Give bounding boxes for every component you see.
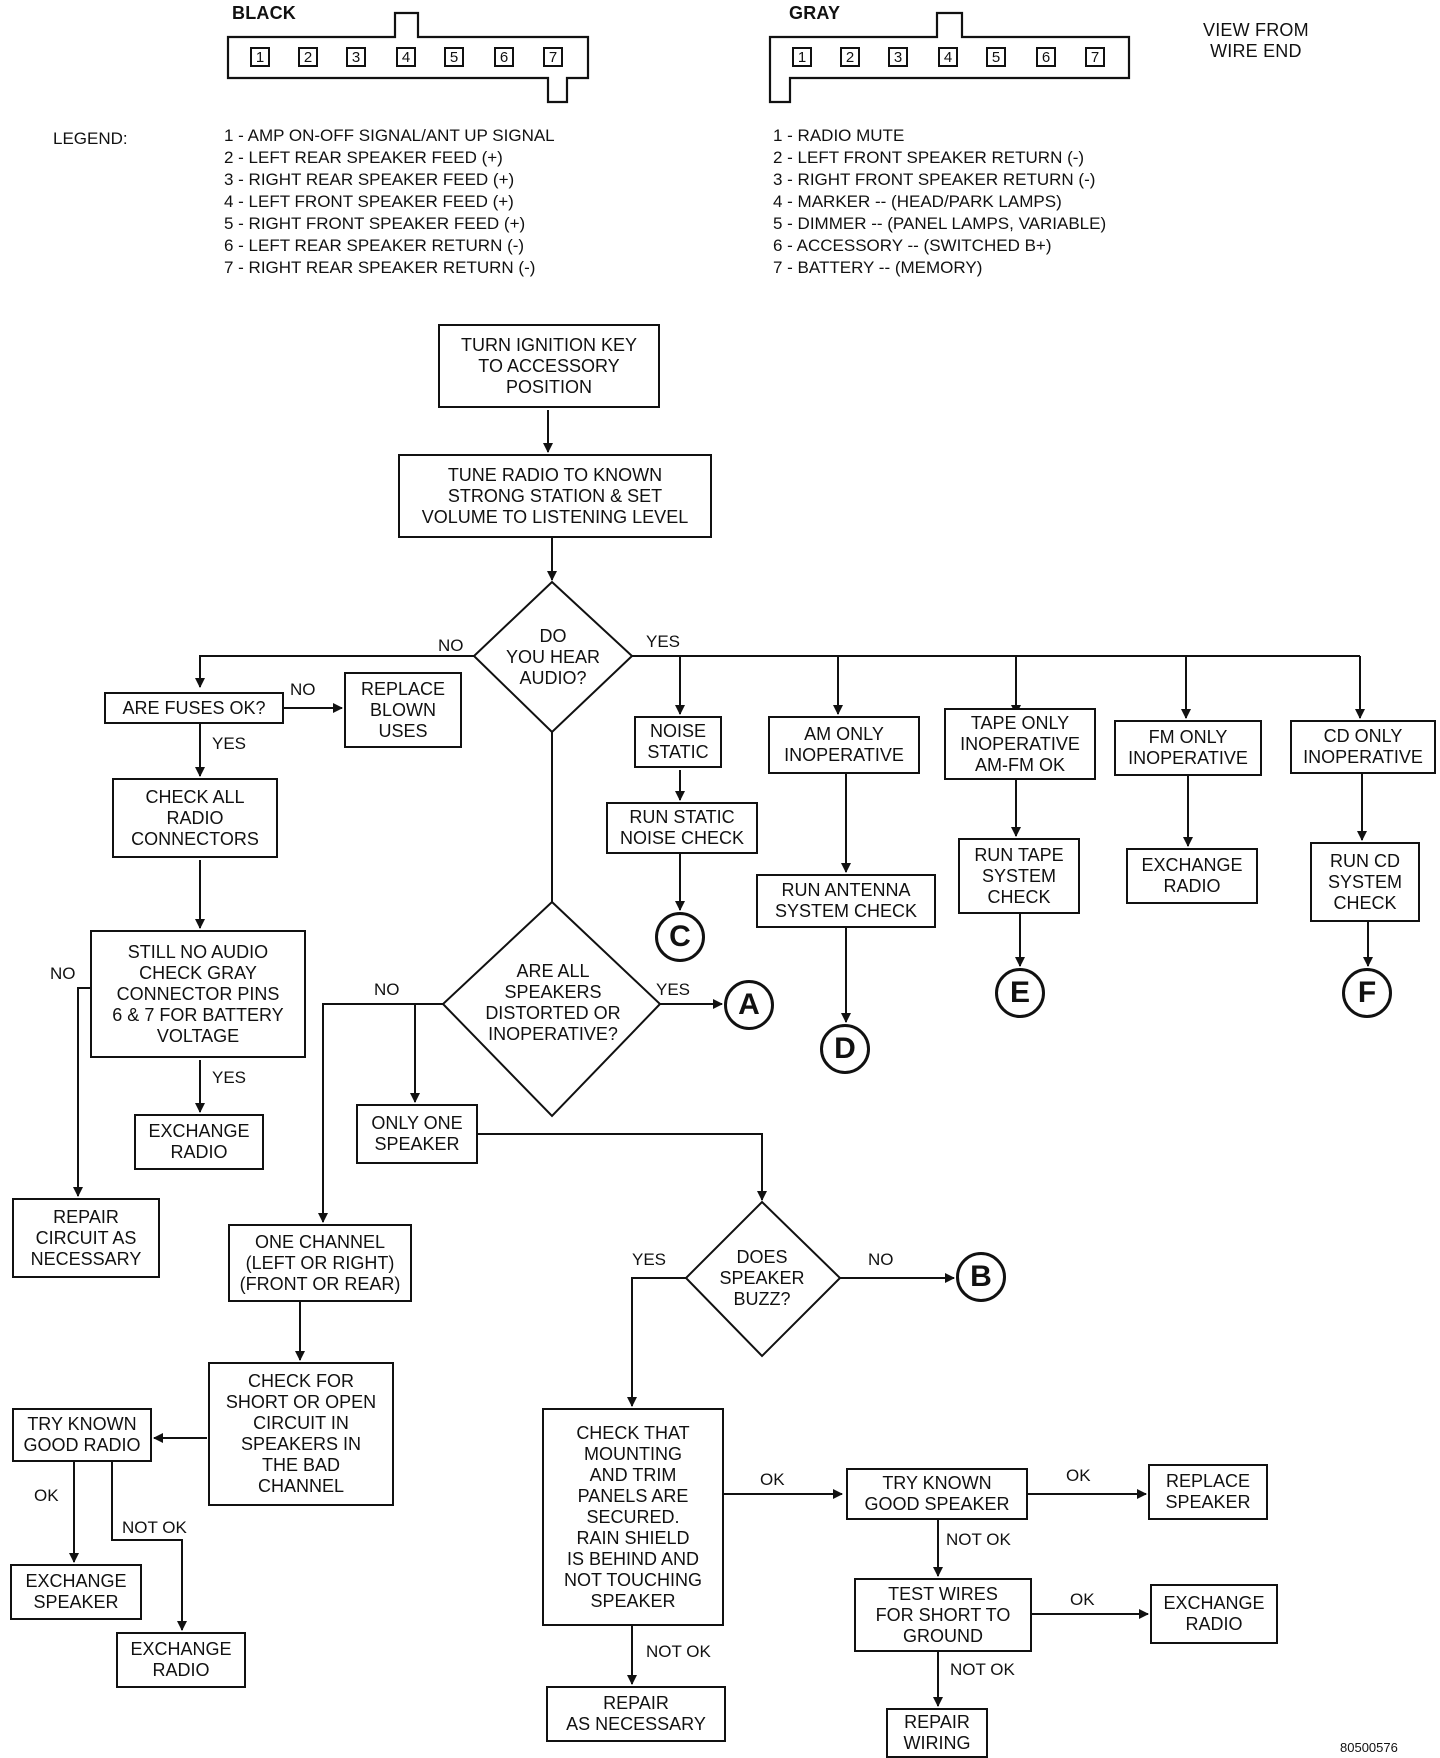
legend-black-6: 6 - LEFT REAR SPEAKER RETURN (-)	[224, 236, 525, 255]
legend-gray-4: 4 - MARKER -- (HEAD/PARK LAMPS)	[773, 192, 1062, 211]
black-pin-5: 5	[444, 47, 464, 67]
legend-black-7: 7 - RIGHT REAR SPEAKER RETURN (-)	[224, 258, 536, 277]
edge-label-audio-yes: YES	[646, 632, 681, 651]
edge-label-radio-not-ok: NOT OK	[122, 1518, 187, 1537]
node-tape-only: TAPE ONLY INOPERATIVE AM-FM OK	[944, 708, 1096, 780]
edge-label-buzz-no: NO	[868, 1250, 894, 1269]
node-repair-circuit: REPAIR CIRCUIT AS NECESSARY	[12, 1198, 160, 1278]
legend-gray-7: 7 - BATTERY -- (MEMORY)	[773, 258, 983, 277]
gray-pin-1: 1	[792, 47, 812, 67]
gray-pin-5: 5	[986, 47, 1006, 67]
node-run-tape: RUN TAPE SYSTEM CHECK	[958, 838, 1080, 914]
edge-label-fuses-yes: YES	[212, 734, 247, 753]
node-check-connectors: CHECK ALL RADIO CONNECTORS	[112, 778, 278, 858]
node-run-static-check: RUN STATIC NOISE CHECK	[606, 802, 758, 854]
gray-pin-2: 2	[840, 47, 860, 67]
node-replace-fuses: REPLACE BLOWN USES	[344, 672, 462, 748]
diamond-all-speakers	[441, 900, 662, 1118]
edge-label-audio-no: NO	[438, 636, 464, 655]
edge-label-still-no: NO	[50, 964, 76, 983]
edge-label-panels-ok: OK	[760, 1470, 785, 1489]
node-cd-only: CD ONLY INOPERATIVE	[1290, 720, 1436, 774]
edge-label-fuses-no: NO	[290, 680, 316, 699]
legend-gray-5: 5 - DIMMER -- (PANEL LAMPS, VARIABLE)	[773, 214, 1107, 233]
node-am-only: AM ONLY INOPERATIVE	[768, 716, 920, 774]
node-exchange-radio-1: EXCHANGE RADIO	[134, 1114, 264, 1170]
black-pin-7: 7	[543, 47, 563, 67]
diamond-speaker-buzz	[684, 1200, 842, 1358]
legend-gray-6: 6 - ACCESSORY -- (SWITCHED B+)	[773, 236, 1052, 255]
connector-ref-c: C	[655, 912, 705, 962]
node-repair-as-necessary: REPAIR AS NECESSARY	[546, 1686, 726, 1742]
legend-black-4: 4 - LEFT FRONT SPEAKER FEED (+)	[224, 192, 514, 211]
black-pin-6: 6	[494, 47, 514, 67]
edge-label-radio-ok: OK	[34, 1486, 59, 1505]
node-check-short-open: CHECK FOR SHORT OR OPEN CIRCUIT IN SPEAK…	[208, 1362, 394, 1506]
node-run-antenna: RUN ANTENNA SYSTEM CHECK	[756, 874, 936, 928]
edge-label-speaker-not-ok: NOT OK	[946, 1530, 1011, 1549]
legend-black-1: 1 - AMP ON-OFF SIGNAL/ANT UP SIGNAL	[224, 126, 555, 145]
gray-pin-6: 6	[1036, 47, 1056, 67]
gray-pin-7: 7	[1085, 47, 1105, 67]
node-replace-speaker: REPLACE SPEAKER	[1148, 1464, 1268, 1520]
connector-ref-b: B	[956, 1252, 1006, 1302]
edge-label-speaker-ok: OK	[1066, 1466, 1091, 1485]
legend-gray-1: 1 - RADIO MUTE	[773, 126, 905, 145]
node-tune-radio: TUNE RADIO TO KNOWN STRONG STATION & SET…	[398, 454, 712, 538]
node-hear-audio: DO YOU HEAR AUDIO?	[505, 625, 601, 688]
black-pin-2: 2	[298, 47, 318, 67]
figure-code: 80500576	[1340, 1740, 1398, 1755]
node-fm-only: FM ONLY INOPERATIVE	[1114, 720, 1262, 776]
edge-label-panels-not-ok: NOT OK	[646, 1642, 711, 1661]
legend-black-3: 3 - RIGHT REAR SPEAKER FEED (+)	[224, 170, 515, 189]
connector-ref-f: F	[1342, 968, 1392, 1018]
node-speaker-buzz: DOES SPEAKER BUZZ?	[719, 1246, 805, 1309]
edge-label-still-yes: YES	[212, 1068, 247, 1087]
node-exchange-radio-2: EXCHANGE RADIO	[116, 1632, 246, 1688]
node-exchange-speaker-1: EXCHANGE SPEAKER	[10, 1564, 142, 1620]
node-repair-wiring: REPAIR WIRING	[886, 1708, 988, 1758]
legend-gray-3: 3 - RIGHT FRONT SPEAKER RETURN (-)	[773, 170, 1096, 189]
edge-label-speakers-yes: YES	[656, 980, 691, 999]
node-try-known-good-radio: TRY KNOWN GOOD RADIO	[12, 1408, 152, 1462]
view-from-wire-end-note: VIEW FROM WIRE END	[1203, 20, 1309, 61]
node-all-speakers: ARE ALL SPEAKERS DISTORTED OR INOPERATIV…	[485, 961, 621, 1044]
node-run-cd: RUN CD SYSTEM CHECK	[1310, 842, 1420, 922]
legend-title: LEGEND:	[53, 129, 128, 148]
node-only-one-speaker: ONLY ONE SPEAKER	[356, 1104, 478, 1164]
node-fuses-ok: ARE FUSES OK?	[104, 692, 284, 724]
legend-gray-2: 2 - LEFT FRONT SPEAKER RETURN (-)	[773, 148, 1085, 167]
node-noise-static: NOISE STATIC	[634, 716, 722, 768]
gray-connector-label: GRAY	[789, 3, 841, 23]
edge-label-wires-not-ok: NOT OK	[950, 1660, 1015, 1679]
connector-ref-e: E	[995, 968, 1045, 1018]
gray-pin-4: 4	[938, 47, 958, 67]
node-exchange-radio-3: EXCHANGE RADIO	[1150, 1584, 1278, 1644]
node-exchange-radio-fm: EXCHANGE RADIO	[1126, 848, 1258, 904]
node-still-no-audio: STILL NO AUDIO CHECK GRAY CONNECTOR PINS…	[90, 930, 306, 1058]
node-check-panels: CHECK THAT MOUNTING AND TRIM PANELS ARE …	[542, 1408, 724, 1626]
node-test-wires: TEST WIRES FOR SHORT TO GROUND	[854, 1578, 1032, 1652]
gray-pin-3: 3	[888, 47, 908, 67]
edge-label-buzz-yes: YES	[632, 1250, 667, 1269]
edge-label-wires-ok: OK	[1070, 1590, 1095, 1609]
black-pin-3: 3	[346, 47, 366, 67]
black-pin-4: 4	[396, 47, 416, 67]
legend-black-2: 2 - LEFT REAR SPEAKER FEED (+)	[224, 148, 503, 167]
legend-black-5: 5 - RIGHT FRONT SPEAKER FEED (+)	[224, 214, 526, 233]
edge-label-speakers-no: NO	[374, 980, 400, 999]
connector-ref-a: A	[724, 980, 774, 1030]
connector-ref-d: D	[820, 1024, 870, 1074]
node-try-known-good-speaker: TRY KNOWN GOOD SPEAKER	[846, 1468, 1028, 1520]
node-one-channel: ONE CHANNEL (LEFT OR RIGHT) (FRONT OR RE…	[228, 1224, 412, 1302]
black-pin-1: 1	[250, 47, 270, 67]
black-connector-label: BLACK	[232, 3, 296, 23]
node-turn-ignition-key: TURN IGNITION KEY TO ACCESSORY POSITION	[438, 324, 660, 408]
